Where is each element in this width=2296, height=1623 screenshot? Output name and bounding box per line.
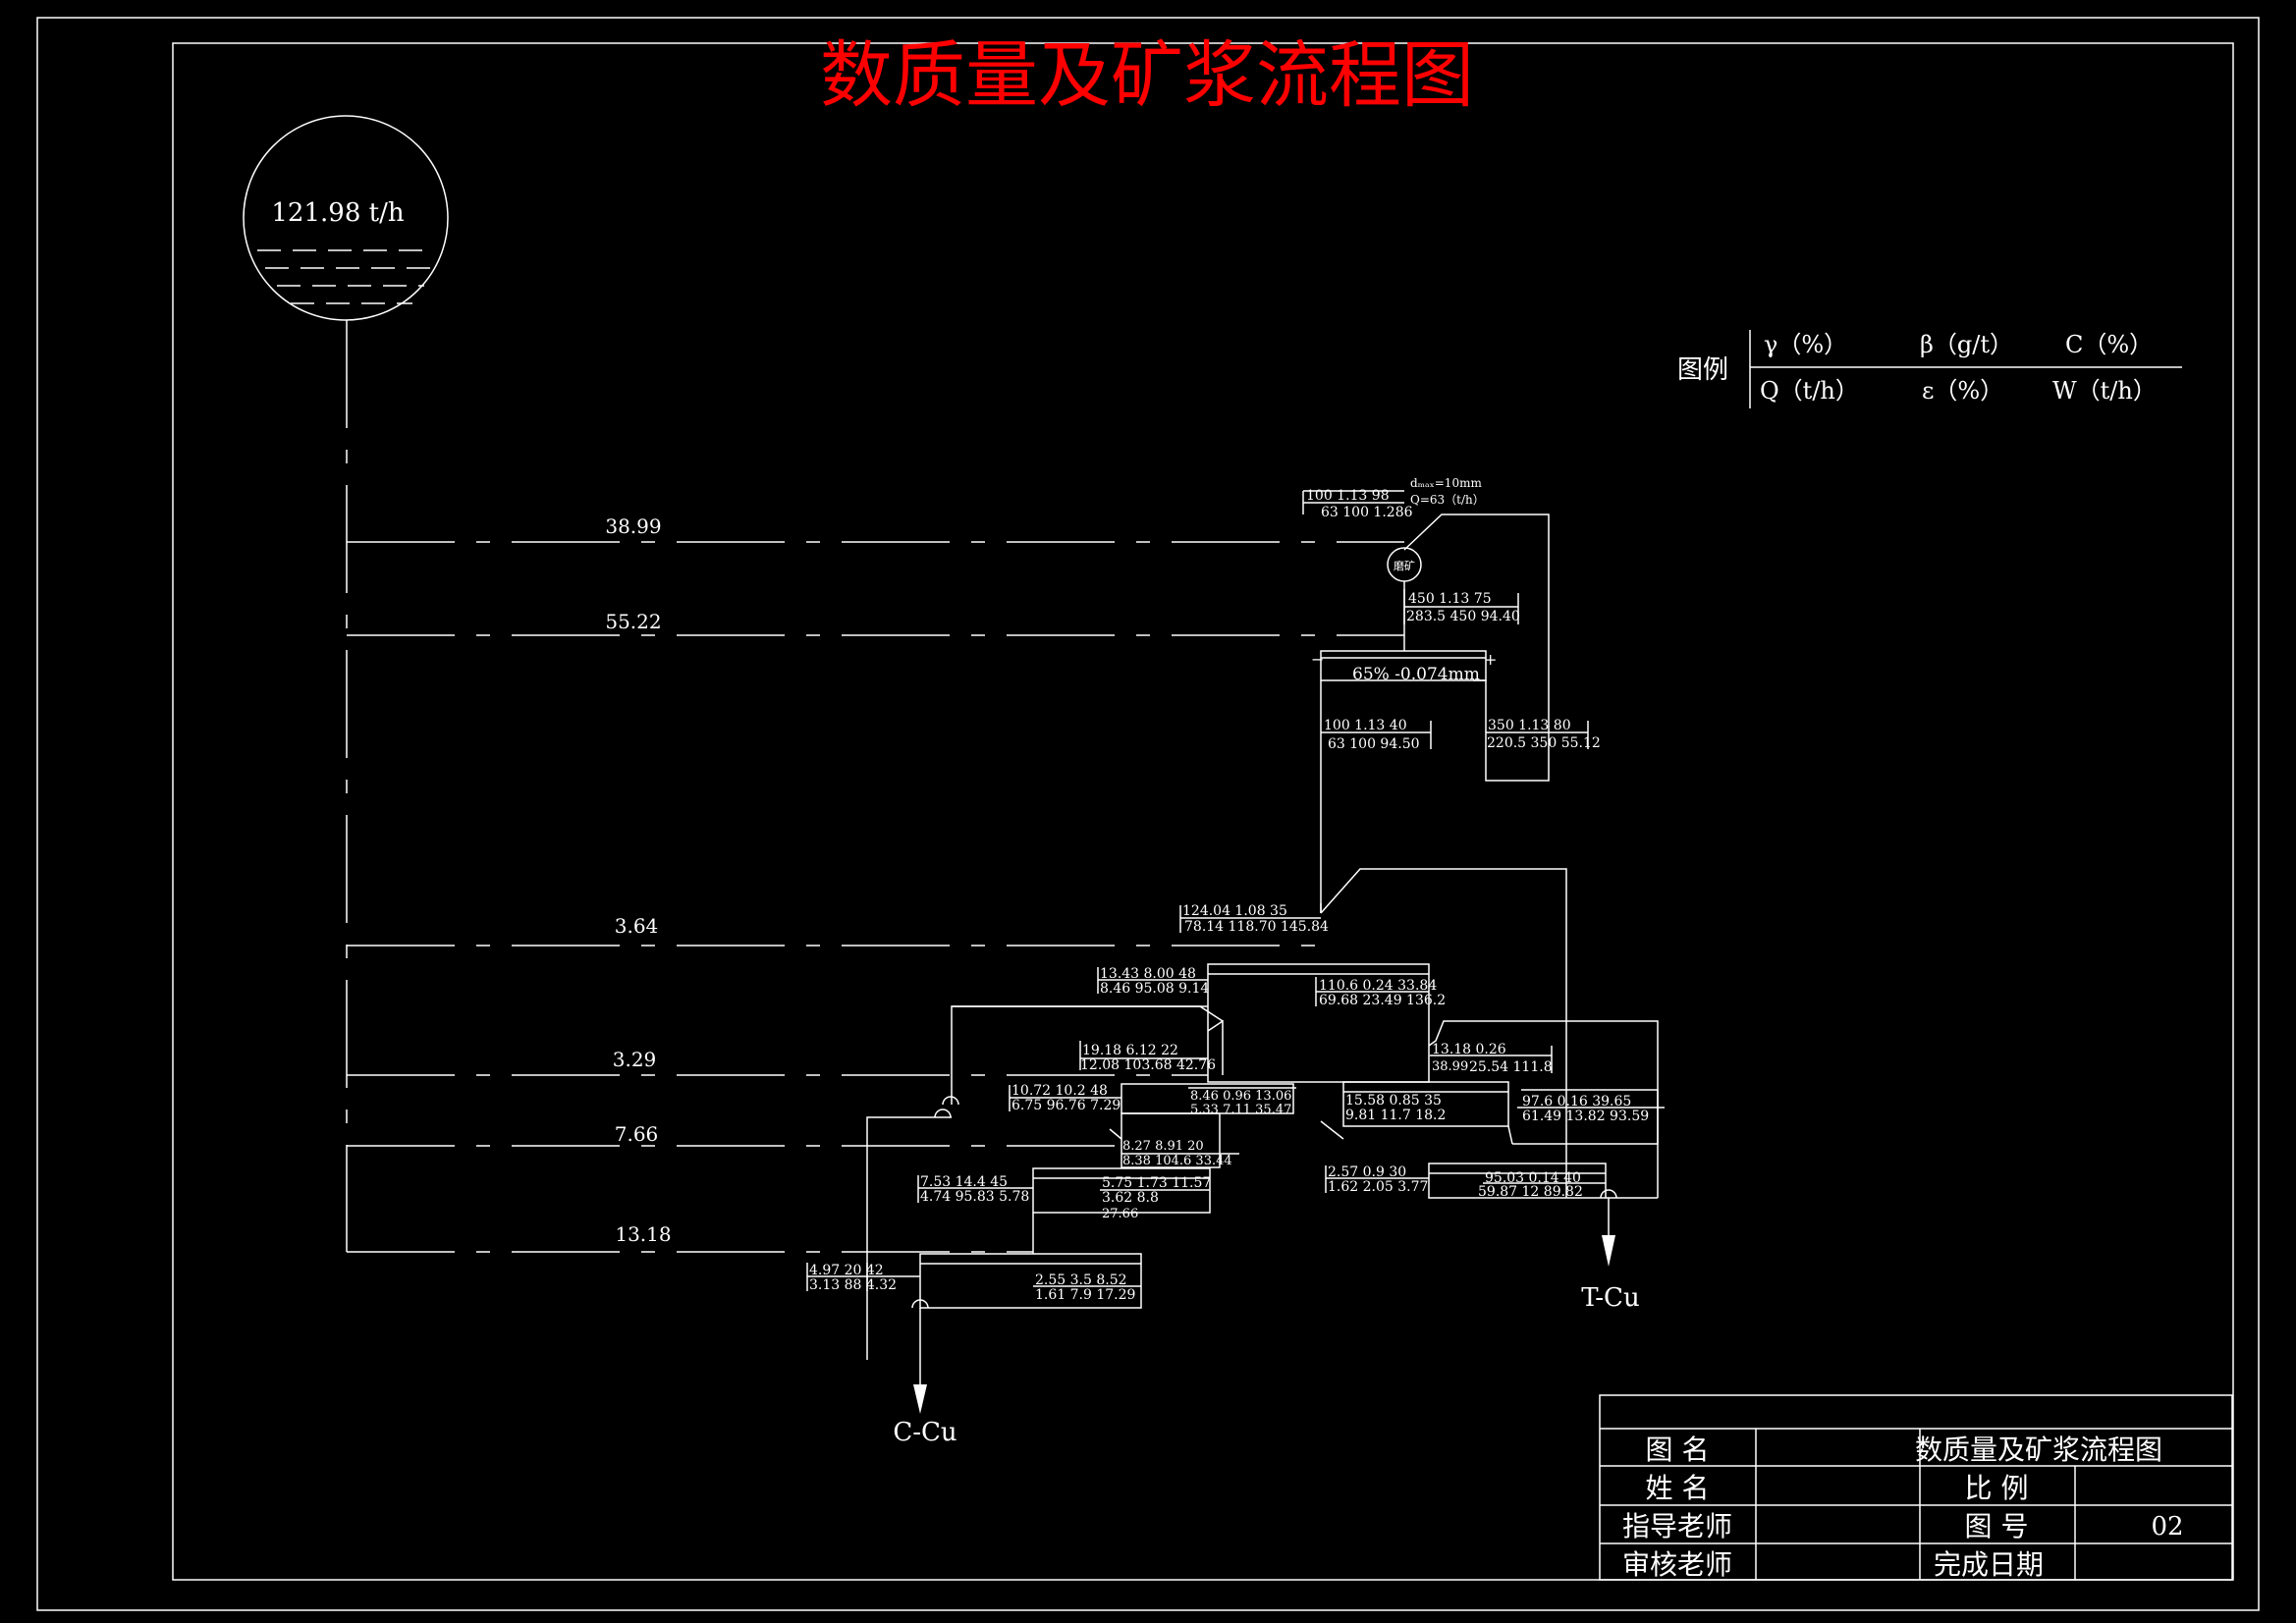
svg-text:6.75 96.76 7.29: 6.75 96.76 7.29	[1011, 1098, 1121, 1113]
svg-text:8.27 8.91 20: 8.27 8.91 20	[1122, 1139, 1204, 1154]
legend-label: 图例	[1677, 355, 1728, 385]
legend: 图例 γ（%） β（g/t） C（%） Q（t/h） ε（%） W（t/h）	[1677, 330, 2182, 408]
svg-text:63 100 1.286: 63 100 1.286	[1321, 505, 1413, 520]
title-block-drawing-no-label: 图 号	[1965, 1510, 2029, 1542]
legend-q: Q（t/h）	[1760, 377, 1859, 405]
water-value-1: 38.99	[605, 514, 661, 538]
svg-text:13.43 8.00 48: 13.43 8.00 48	[1100, 966, 1196, 982]
classifier-label: 65% -0.074mm	[1352, 665, 1480, 684]
title-block-name-value: 数质量及矿浆流程图	[1915, 1434, 2162, 1466]
title-block-person-label: 姓 名	[1646, 1472, 1710, 1504]
svg-text:4.74 95.83 5.78: 4.74 95.83 5.78	[920, 1189, 1029, 1205]
svg-text:97.6 0.16 39.65: 97.6 0.16 39.65	[1522, 1094, 1631, 1109]
svg-text:2.55 3.5 8.52: 2.55 3.5 8.52	[1035, 1272, 1127, 1288]
svg-text:63 100 94.50: 63 100 94.50	[1328, 736, 1420, 752]
svg-text:15.58 0.85 35: 15.58 0.85 35	[1345, 1093, 1442, 1109]
legend-w: W（t/h）	[2052, 377, 2157, 405]
svg-text:3.62 8.8: 3.62 8.8	[1102, 1190, 1159, 1206]
svg-text:19.18 6.12 22: 19.18 6.12 22	[1082, 1043, 1178, 1058]
svg-text:283.5 450 94.40: 283.5 450 94.40	[1406, 609, 1520, 624]
mill-rate-note: Q=63（t/h）	[1410, 493, 1485, 507]
drawing-title: 数质量及矿浆流程图	[820, 33, 1474, 118]
svg-text:110.6 0.24 33.84: 110.6 0.24 33.84	[1319, 978, 1437, 994]
svg-text:124.04 1.08 35: 124.04 1.08 35	[1182, 903, 1287, 919]
title-block-name-label: 图 名	[1646, 1434, 1710, 1466]
outer-frame	[36, 17, 2260, 1611]
svg-text:25.54 111.8: 25.54 111.8	[1469, 1059, 1553, 1075]
svg-text:8.46 95.08 9.14: 8.46 95.08 9.14	[1100, 981, 1209, 997]
svg-text:27.66: 27.66	[1102, 1207, 1138, 1221]
svg-text:69.68 23.49 136.2: 69.68 23.49 136.2	[1319, 993, 1446, 1008]
svg-text:2.57 0.9 30: 2.57 0.9 30	[1328, 1164, 1406, 1180]
svg-text:100 1.13 98: 100 1.13 98	[1306, 488, 1390, 504]
svg-text:220.5 350 55.12: 220.5 350 55.12	[1487, 735, 1601, 751]
svg-text:5.33 7.11 35.47: 5.33 7.11 35.47	[1190, 1103, 1291, 1117]
svg-text:59.87 12 89.82: 59.87 12 89.82	[1478, 1184, 1583, 1200]
svg-text:13.18 0.26: 13.18 0.26	[1432, 1042, 1506, 1057]
svg-text:+: +	[1484, 650, 1497, 669]
svg-text:−: −	[1311, 650, 1324, 669]
water-value-4: 3.29	[613, 1048, 657, 1071]
svg-text:3.13 88 4.32: 3.13 88 4.32	[809, 1277, 897, 1293]
svg-text:1.61 7.9 17.29: 1.61 7.9 17.29	[1035, 1287, 1135, 1303]
water-value-6: 13.18	[615, 1222, 671, 1246]
water-value-3: 3.64	[615, 914, 659, 938]
legend-c: C（%）	[2065, 331, 2153, 358]
svg-text:12.08 103.68 42.76: 12.08 103.68 42.76	[1080, 1057, 1216, 1073]
title-block-scale-label: 比 例	[1965, 1472, 2029, 1504]
svg-text:450 1.13 75: 450 1.13 75	[1408, 591, 1492, 607]
mill-circuit: 100 1.13 98 63 100 1.286 dₘₐₓ=10mm Q=63（…	[1302, 476, 1550, 687]
svg-text:4.97 20 42: 4.97 20 42	[809, 1263, 884, 1278]
water-value-2: 55.22	[605, 610, 661, 633]
svg-text:61.49 13.82 93.59: 61.49 13.82 93.59	[1522, 1109, 1649, 1124]
feed-bin: 121.98 t/h	[243, 115, 449, 321]
legend-beta: β（g/t）	[1920, 331, 2013, 358]
mill-label: 磨矿	[1394, 560, 1415, 572]
svg-text:38.99: 38.99	[1432, 1059, 1468, 1074]
title-block: 图 名 数质量及矿浆流程图 姓 名 比 例 指导老师 图 号 02 审核老师 完…	[1599, 1394, 2233, 1581]
flotation-circuit: 124.04 1.08 35 78.14 118.70 145.84 13.43…	[806, 868, 1665, 1447]
legend-gamma: γ（%）	[1764, 331, 1847, 358]
inner-frame	[172, 42, 2234, 1581]
tailings-product-label: T-Cu	[1581, 1283, 1639, 1313]
title-block-drawing-no-value: 02	[2151, 1512, 2183, 1542]
feed-rate-label: 121.98 t/h	[271, 198, 404, 228]
mill-size-note: dₘₐₓ=10mm	[1410, 476, 1482, 490]
classifier: − + 65% -0.074mm 100 1.13 40 63 100 94.5…	[1311, 650, 1601, 913]
svg-text:10.72 10.2 48: 10.72 10.2 48	[1011, 1083, 1108, 1099]
svg-text:1.62 2.05 3.77: 1.62 2.05 3.77	[1328, 1179, 1428, 1195]
legend-epsilon: ε（%）	[1922, 377, 2003, 405]
svg-text:95.03 0.14 40: 95.03 0.14 40	[1485, 1170, 1581, 1186]
svg-text:5.75 1.73 11.57: 5.75 1.73 11.57	[1102, 1175, 1211, 1191]
svg-text:78.14 118.70 145.84: 78.14 118.70 145.84	[1184, 919, 1329, 935]
svg-text:8.38 104.6 33.44: 8.38 104.6 33.44	[1122, 1154, 1232, 1168]
title-block-reviewer-label: 审核老师	[1622, 1548, 1732, 1581]
svg-text:9.81 11.7 18.2: 9.81 11.7 18.2	[1345, 1108, 1446, 1123]
title-block-advisor-label: 指导老师	[1622, 1510, 1732, 1542]
svg-text:7.53 14.4 45: 7.53 14.4 45	[920, 1174, 1008, 1190]
svg-text:8.46 0.96 13.06: 8.46 0.96 13.06	[1190, 1089, 1291, 1104]
svg-text:100 1.13 40: 100 1.13 40	[1324, 718, 1407, 733]
svg-text:350 1.13 80: 350 1.13 80	[1488, 718, 1571, 733]
title-block-date-label: 完成日期	[1934, 1548, 2044, 1581]
water-value-5: 7.66	[615, 1122, 659, 1146]
concentrate-product-label: C-Cu	[893, 1418, 957, 1447]
